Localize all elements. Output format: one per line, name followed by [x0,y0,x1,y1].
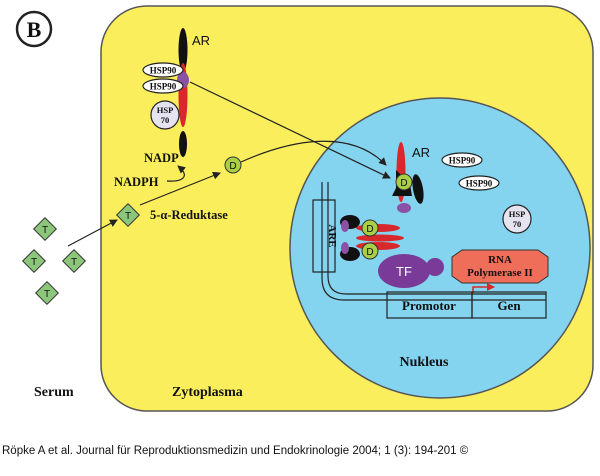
svg-text:Polymerase II: Polymerase II [467,267,533,279]
testosterone-serum-1: T [32,216,58,242]
testosterone-serum-4: T [34,280,60,306]
zytoplasma-label: Zytoplasma [172,385,243,400]
dht-dimer-lower: D [361,242,379,260]
hsp70-chaperone: HSP 70 [150,100,180,130]
svg-text:ARE: ARE [326,224,338,247]
hsp90-nucleus-a: HSP90 [441,152,483,168]
hsp90-chaperone-a: HSP90 [142,62,184,78]
svg-text:TF: TF [396,264,412,279]
svg-text:D: D [366,247,373,258]
svg-text:Promotor: Promotor [402,298,456,313]
hsp90-chaperone-b: HSP90 [142,78,184,94]
dht-cytoplasm: D [224,156,242,174]
serum-label: Serum [34,385,74,400]
androgen-receptor-nucleus: AR [392,142,430,213]
svg-text:HSP90: HSP90 [449,156,476,166]
svg-text:T: T [44,289,50,300]
nadp-label: NADP [144,151,179,165]
svg-text:70: 70 [161,115,170,125]
testosterone-serum-3: T [61,248,87,274]
testosterone-entry-arrow [67,219,118,247]
svg-text:HSP90: HSP90 [150,82,177,92]
svg-text:D: D [400,178,407,189]
reductase-label: 5-α-Reduktase [150,208,228,222]
nucleus [289,97,591,399]
svg-text:D: D [229,161,236,172]
ar-translocation-arrow [189,81,391,179]
svg-text:T: T [71,257,77,268]
svg-text:D: D [366,224,373,235]
dht-dimer-upper: D [361,219,379,237]
citation-text: Röpke A et al. Journal für Reproduktions… [2,445,469,457]
svg-text:AR: AR [412,145,430,160]
svg-text:T: T [125,211,131,222]
svg-text:RNA: RNA [488,254,512,266]
svg-text:T: T [31,257,37,268]
androgen-receptor-cytoplasm: AR [177,28,210,157]
testosterone-cytoplasm: T [115,202,141,228]
svg-text:70: 70 [513,219,522,229]
testosterone-serum-2: T [21,248,47,274]
svg-text:HSP90: HSP90 [150,66,177,76]
reductase-conversion-arrow [139,171,221,206]
rna-polymerase-ii: RNA Polymerase II [451,249,549,284]
svg-text:Gen: Gen [497,298,521,313]
svg-text:HSP90: HSP90 [466,179,493,189]
nadph-to-nadp-arrow [166,165,186,182]
hsp90-nucleus-b: HSP90 [458,175,500,191]
svg-text:HSP: HSP [157,105,174,115]
dht-nucleus: D [395,173,413,191]
svg-text:T: T [42,225,48,236]
dht-import-arrow [240,140,387,166]
are-element: ARE [312,199,338,273]
panel-label: B [15,10,53,48]
dna-strand [321,182,546,301]
gen-box: Gen [471,291,547,319]
nukleus-label: Nukleus [399,355,449,370]
svg-text:B: B [27,17,42,42]
nadph-label: NADPH [114,175,159,189]
transcription-factor: TF [378,254,444,288]
hsp70-nucleus: HSP 70 [502,204,532,234]
svg-text:AR: AR [192,33,210,48]
svg-text:HSP: HSP [509,209,526,219]
